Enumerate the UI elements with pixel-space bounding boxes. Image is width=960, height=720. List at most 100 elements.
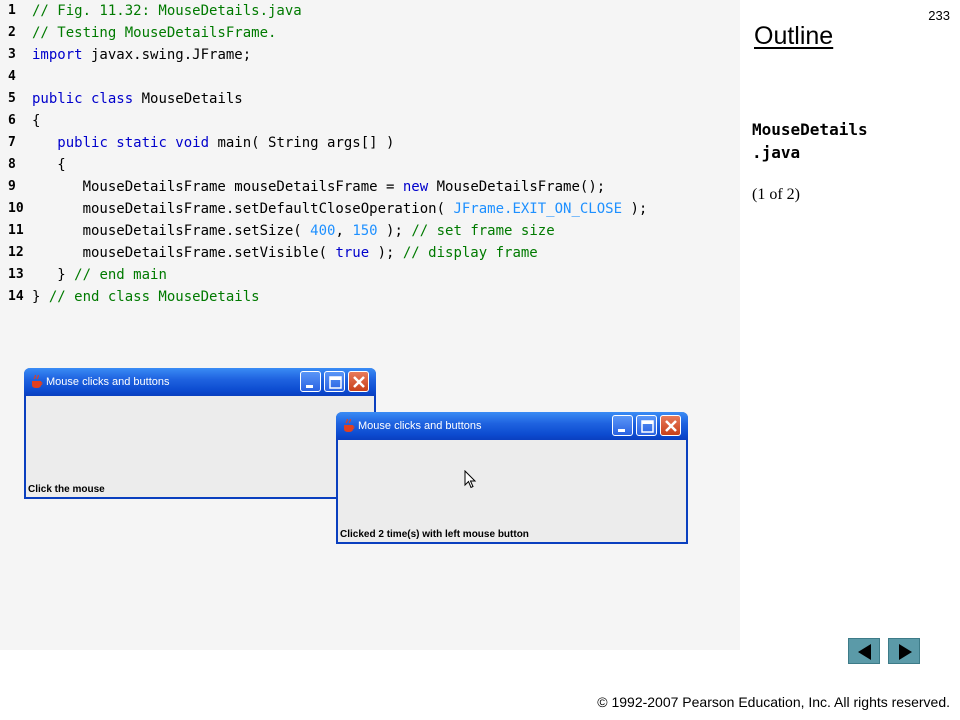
- code-line: 12 mouseDetailsFrame.setVisible( true );…: [0, 242, 730, 264]
- minimize-icon: [306, 385, 313, 388]
- code-text: // Testing MouseDetailsFrame.: [32, 22, 276, 44]
- code-token-plain: }: [32, 289, 49, 305]
- code-token-comment: // end class MouseDetails: [48, 289, 260, 305]
- minimize-button[interactable]: [300, 371, 321, 392]
- java-cup-icon: [32, 375, 43, 388]
- code-text: mouseDetailsFrame.setDefaultCloseOperati…: [32, 198, 648, 220]
- code-line: 4: [0, 66, 730, 88]
- minimize-icon: [618, 429, 625, 432]
- code-line: 6{: [0, 110, 730, 132]
- code-token-const: JFrame.EXIT_ON_CLOSE: [453, 201, 623, 217]
- line-number: 7: [8, 135, 16, 150]
- code-token-plain: MouseDetails: [133, 91, 243, 107]
- maximize-icon: [641, 420, 654, 433]
- code-text: mouseDetailsFrame.setSize( 400, 150 ); /…: [32, 220, 555, 242]
- window-click-the-mouse[interactable]: Mouse clicks and buttons Click the mouse: [24, 368, 376, 499]
- code-text: public class MouseDetails: [32, 88, 243, 110]
- code-text: // Fig. 11.32: MouseDetails.java: [32, 0, 302, 22]
- code-text: mouseDetailsFrame.setVisible( true ); //…: [32, 242, 538, 264]
- code-token-keyword: true: [335, 245, 370, 261]
- close-button[interactable]: [348, 371, 369, 392]
- code-token-comment: // end main: [74, 267, 167, 283]
- line-number: 13: [8, 267, 24, 282]
- code-token-plain: );: [369, 245, 403, 261]
- line-number: 3: [8, 47, 16, 62]
- code-line: 5 public class MouseDetails: [0, 88, 730, 110]
- code-token-plain: );: [622, 201, 648, 217]
- code-token-plain: mouseDetailsFrame.setVisible(: [32, 245, 336, 261]
- code-line: 9 MouseDetailsFrame mouseDetailsFrame = …: [0, 176, 730, 198]
- previous-slide-button[interactable]: [848, 638, 880, 664]
- line-number: 14: [8, 289, 24, 304]
- code-token-keyword: public class: [32, 91, 134, 107]
- code-line: 11 mouseDetailsFrame.setSize( 400, 150 )…: [0, 220, 730, 242]
- code-line: 3 import javax.swing.JFrame;: [0, 44, 730, 66]
- code-token-plain: main( String args[] ): [209, 135, 395, 151]
- next-slide-icon: [899, 644, 912, 660]
- line-number: 2: [8, 25, 16, 40]
- window-title-bar[interactable]: Mouse clicks and buttons: [24, 368, 376, 396]
- next-slide-button[interactable]: [888, 638, 920, 664]
- line-number: 4: [8, 69, 16, 84]
- code-token-plain: }: [32, 267, 75, 283]
- status-label: Click the mouse: [28, 484, 105, 495]
- code-text: {: [32, 110, 40, 132]
- code-line: 13 } // end main: [0, 264, 730, 286]
- code-line: 14} // end class MouseDetails: [0, 286, 730, 308]
- maximize-button[interactable]: [636, 415, 657, 436]
- close-button[interactable]: [660, 415, 681, 436]
- maximize-icon: [329, 376, 342, 389]
- maximize-button[interactable]: [324, 371, 345, 392]
- line-number: 5: [8, 91, 16, 106]
- minimize-button[interactable]: [612, 415, 633, 436]
- close-icon: [353, 376, 365, 388]
- code-token-plain: mouseDetailsFrame.setSize(: [32, 223, 311, 239]
- line-number: 12: [8, 245, 24, 260]
- code-token-keyword: new: [402, 179, 429, 195]
- status-label: Clicked 2 time(s) with left mouse button: [340, 529, 529, 540]
- copyright-notice: © 1992-2007 Pearson Education, Inc. All …: [597, 694, 950, 710]
- window-title-bar[interactable]: Mouse clicks and buttons: [336, 412, 688, 440]
- line-number: 10: [8, 201, 24, 216]
- code-token-plain: ,: [335, 223, 353, 239]
- window-clicked-twice[interactable]: Mouse clicks and buttons Clicked 2 time(…: [336, 412, 688, 544]
- line-number: 9: [8, 179, 16, 194]
- code-line: 10 mouseDetailsFrame.setDefaultCloseOper…: [0, 198, 730, 220]
- outline-title[interactable]: Outline: [754, 22, 834, 50]
- code-token-plain: {: [32, 113, 41, 129]
- code-token-plain: javax.swing.JFrame;: [82, 47, 252, 63]
- code-token-comment: // display frame: [402, 245, 538, 261]
- mouse-pointer-icon: [464, 470, 477, 489]
- code-token-plain: MouseDetailsFrame();: [428, 179, 606, 195]
- code-token-comment: // Testing MouseDetailsFrame.: [32, 25, 277, 41]
- code-panel: 1 // Fig. 11.32: MouseDetails.java 2 // Tes…: [0, 0, 730, 544]
- page-part-label: (1 of 2): [752, 186, 800, 203]
- code-token-keyword: import: [32, 47, 83, 63]
- line-number: 6: [8, 113, 16, 128]
- line-number: 11: [8, 223, 24, 238]
- code-token-plain: MouseDetailsFrame mouseDetailsFrame =: [32, 179, 403, 195]
- page-number: 233: [928, 8, 950, 23]
- code-token-number: 150: [352, 223, 378, 239]
- file-name: MouseDetails .java: [752, 120, 868, 162]
- close-icon: [665, 420, 677, 432]
- previous-slide-icon: [858, 644, 871, 660]
- code-token-comment: // set frame size: [411, 223, 555, 239]
- code-token-plain: {: [32, 157, 66, 173]
- code-text: import javax.swing.JFrame;: [32, 44, 251, 66]
- code-line: 8 {: [0, 154, 730, 176]
- code-token-plain: mouseDetailsFrame.setDefaultCloseOperati…: [32, 201, 454, 217]
- code-token-plain: [32, 135, 57, 151]
- line-number: 8: [8, 157, 16, 172]
- window-title: Mouse clicks and buttons: [46, 376, 170, 388]
- code-line: 2 // Testing MouseDetailsFrame.: [0, 22, 730, 44]
- code-text: MouseDetailsFrame mouseDetailsFrame = ne…: [32, 176, 606, 198]
- line-number: 1: [8, 3, 16, 18]
- code-line: 7 public static void main( String args[]…: [0, 132, 730, 154]
- code-token-comment: // Fig. 11.32: MouseDetails.java: [32, 3, 302, 19]
- code-text: {: [32, 154, 66, 176]
- code-line: 1 // Fig. 11.32: MouseDetails.java: [0, 0, 730, 22]
- code-text: public static void main( String args[] ): [32, 132, 394, 154]
- code-text: } // end class MouseDetails: [32, 286, 260, 308]
- code-token-keyword: public static void: [57, 135, 210, 151]
